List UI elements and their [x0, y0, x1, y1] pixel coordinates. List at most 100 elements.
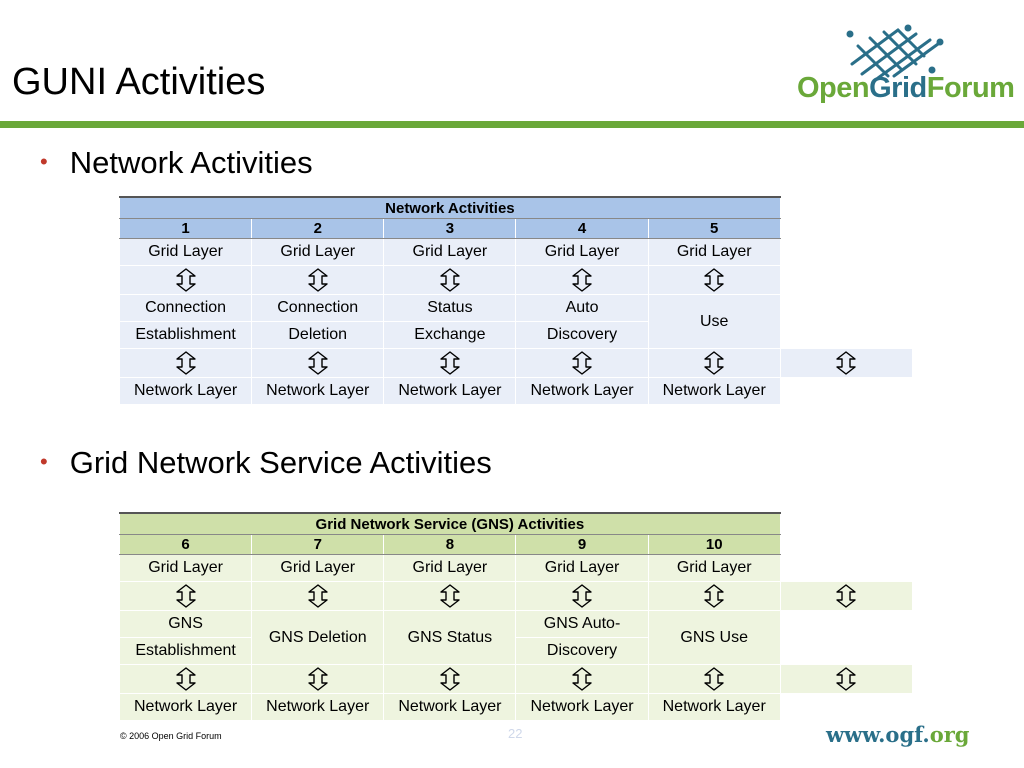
bullet-network-activities: • Network Activities	[40, 144, 313, 185]
activity-cell: GNS Deletion	[251, 610, 385, 665]
slide-title: GUNI Activities	[12, 61, 266, 103]
arrow-cell	[251, 581, 385, 611]
grid-layer-cell: Grid Layer	[383, 238, 517, 266]
double-vertical-arrow-icon	[308, 584, 328, 608]
arrow-cell	[251, 348, 385, 378]
double-vertical-arrow-icon	[836, 667, 857, 691]
network-layer-cell: Network Layer	[118, 377, 253, 405]
bullet-text: Grid Network Service Activities	[69, 445, 492, 480]
page-number: 22	[508, 726, 523, 741]
activity-cell: GNS	[118, 610, 253, 638]
double-vertical-arrow-icon	[704, 268, 724, 292]
double-vertical-arrow-icon	[308, 351, 328, 375]
column-number: 8	[383, 534, 517, 555]
activity-cell: Deletion	[251, 321, 385, 349]
ogf-grid-logo-icon	[846, 24, 944, 80]
logo-open: Open	[797, 72, 870, 104]
double-vertical-arrow-icon	[308, 667, 328, 691]
arrow-cell	[779, 348, 914, 378]
activity-cell: Establishment	[118, 637, 253, 665]
arrow-cell	[515, 265, 649, 295]
logo-grid: Grid	[869, 72, 927, 104]
double-vertical-arrow-icon	[175, 268, 196, 292]
arrow-cell	[647, 581, 781, 611]
url-tld: org	[929, 722, 970, 747]
grid-layer-cell: Grid Layer	[647, 554, 781, 582]
grid-layer-cell: Grid Layer	[251, 238, 385, 266]
activity-cell: Establishment	[118, 321, 253, 349]
grid-layer-cell: Grid Layer	[251, 554, 385, 582]
grid-layer-cell: Grid Layer	[118, 554, 253, 582]
network-layer-cell: Network Layer	[118, 693, 253, 721]
table-title: Network Activities	[119, 196, 781, 219]
grid-layer-cell: Grid Layer	[647, 238, 781, 266]
arrow-cell	[779, 664, 914, 694]
double-vertical-arrow-icon	[440, 584, 460, 608]
grid-layer-cell: Grid Layer	[383, 554, 517, 582]
ogf-logo-text: OpenGridForum	[797, 72, 1015, 105]
double-vertical-arrow-icon	[572, 268, 592, 292]
double-vertical-arrow-icon	[836, 584, 857, 608]
arrow-cell	[383, 348, 517, 378]
column-number: 4	[515, 218, 649, 239]
grid-layer-cell: Grid Layer	[118, 238, 253, 266]
network-layer-cell: Network Layer	[515, 693, 649, 721]
arrow-cell	[515, 664, 649, 694]
logo-forum: Forum	[926, 72, 1015, 104]
network-layer-cell: Network Layer	[383, 693, 517, 721]
double-vertical-arrow-icon	[175, 351, 196, 375]
arrow-cell	[118, 348, 253, 378]
double-vertical-arrow-icon	[175, 584, 196, 608]
network-layer-cell: Network Layer	[647, 377, 781, 405]
table-title: Grid Network Service (GNS) Activities	[119, 512, 781, 535]
activity-cell: Use	[647, 294, 781, 349]
double-vertical-arrow-icon	[440, 268, 460, 292]
double-vertical-arrow-icon	[704, 351, 724, 375]
ogf-url: www.ogf.org	[826, 722, 969, 747]
arrow-cell	[251, 265, 385, 295]
grid-layer-cell: Grid Layer	[515, 238, 649, 266]
header-divider	[0, 121, 1024, 128]
arrow-cell	[383, 265, 517, 295]
arrow-cell	[118, 581, 253, 611]
footer-copyright: © 2006 Open Grid Forum	[120, 731, 222, 741]
activity-cell: Discovery	[515, 637, 649, 665]
double-vertical-arrow-icon	[440, 351, 460, 375]
activity-cell: GNS Auto-	[515, 610, 649, 638]
arrow-cell	[118, 664, 253, 694]
network-layer-cell: Network Layer	[515, 377, 649, 405]
arrow-cell	[383, 581, 517, 611]
activity-cell: Connection	[118, 294, 253, 322]
network-layer-cell: Network Layer	[251, 377, 385, 405]
double-vertical-arrow-icon	[836, 351, 857, 375]
grid-layer-cell: Grid Layer	[515, 554, 649, 582]
network-layer-cell: Network Layer	[647, 693, 781, 721]
gns-activities-table: Grid Network Service (GNS) Activities 6 …	[118, 512, 914, 721]
activity-cell: GNS Use	[647, 610, 781, 665]
activity-cell: GNS Status	[383, 610, 517, 665]
arrow-cell	[118, 265, 253, 295]
double-vertical-arrow-icon	[704, 667, 724, 691]
column-number: 10	[647, 534, 781, 555]
double-vertical-arrow-icon	[308, 268, 328, 292]
activity-cell: Connection	[251, 294, 385, 322]
bullet-text: Network Activities	[69, 145, 313, 180]
activity-cell: Discovery	[515, 321, 649, 349]
activity-cell: Exchange	[383, 321, 517, 349]
arrow-cell	[515, 581, 649, 611]
network-activities-table: Network Activities 1 2 3 4 5 Grid Layer …	[118, 196, 914, 405]
column-number: 7	[251, 534, 385, 555]
arrow-cell	[515, 348, 649, 378]
double-vertical-arrow-icon	[704, 584, 724, 608]
url-main: www.ogf.	[826, 722, 930, 747]
arrow-cell	[647, 348, 781, 378]
activity-cell: Auto	[515, 294, 649, 322]
double-vertical-arrow-icon	[175, 667, 196, 691]
column-number: 3	[383, 218, 517, 239]
double-vertical-arrow-icon	[440, 667, 460, 691]
bullet-dot-icon: •	[40, 149, 48, 174]
double-vertical-arrow-icon	[572, 351, 592, 375]
bullet-gns-activities: •Grid Network Service Activities	[40, 444, 492, 485]
network-layer-cell: Network Layer	[383, 377, 517, 405]
column-number: 2	[251, 218, 385, 239]
